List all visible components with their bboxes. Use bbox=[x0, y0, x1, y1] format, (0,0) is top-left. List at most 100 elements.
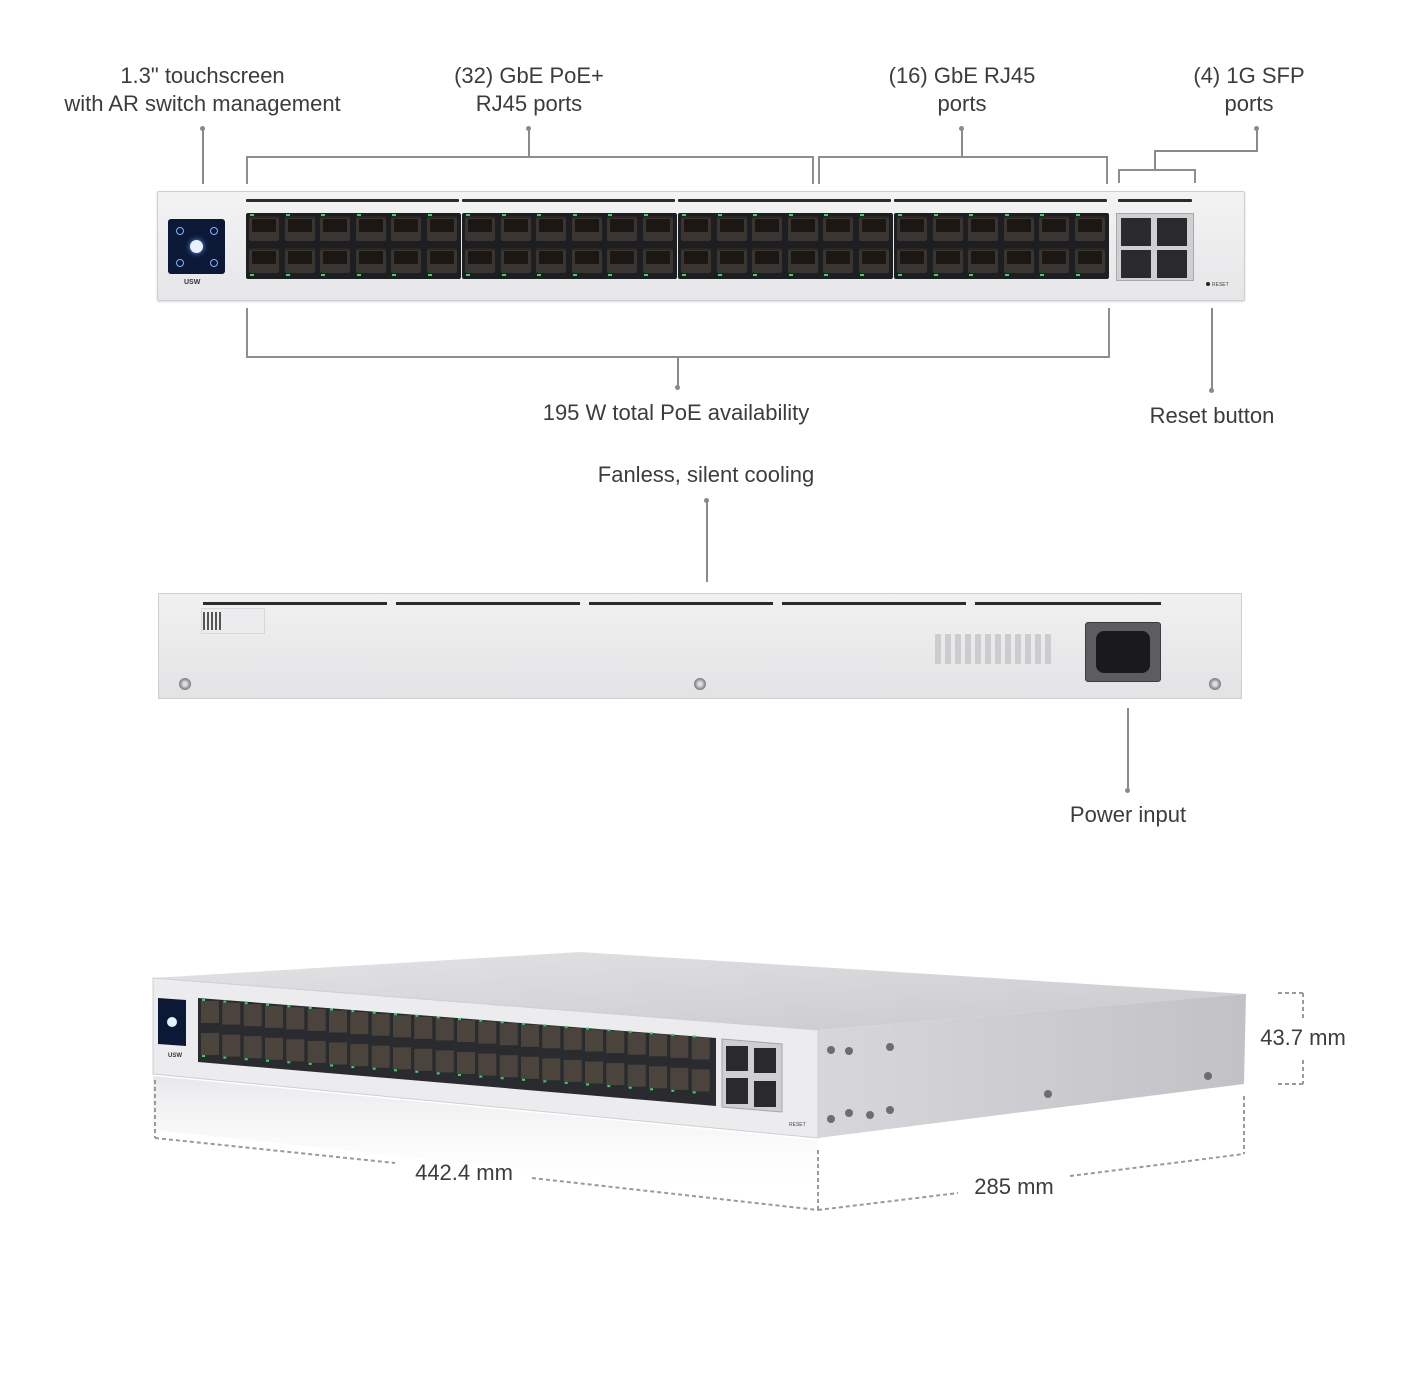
rj45-port[interactable] bbox=[897, 248, 927, 273]
rj45-port[interactable] bbox=[320, 248, 350, 273]
rj45-port-3d bbox=[222, 1002, 241, 1025]
rj45-port[interactable] bbox=[858, 248, 889, 273]
rj45-port[interactable] bbox=[968, 248, 998, 273]
link-led-3d bbox=[650, 1088, 653, 1091]
rj45-port[interactable] bbox=[284, 216, 315, 241]
rj45-port-3d bbox=[457, 1052, 475, 1074]
rj45-port[interactable] bbox=[642, 216, 673, 241]
link-led-3d bbox=[266, 1059, 269, 1062]
rj45-port[interactable] bbox=[571, 216, 602, 241]
rj45-port[interactable] bbox=[752, 248, 782, 273]
rj45-port[interactable] bbox=[1003, 248, 1034, 273]
link-led bbox=[824, 274, 828, 276]
rj45-port-3d bbox=[606, 1063, 625, 1086]
rj45-port-3d bbox=[606, 1031, 625, 1054]
link-led bbox=[501, 274, 506, 276]
rj45-port[interactable] bbox=[1039, 216, 1069, 241]
rj45-port-3d bbox=[371, 1013, 390, 1036]
poe-ports-bracket bbox=[246, 156, 814, 184]
link-led bbox=[250, 274, 254, 276]
rj45-port[interactable] bbox=[355, 216, 386, 241]
link-led-3d bbox=[500, 1077, 504, 1080]
power-label: Power input bbox=[1069, 802, 1187, 827]
rj45-port[interactable] bbox=[465, 216, 495, 241]
rj45-port[interactable] bbox=[1074, 216, 1105, 241]
link-led-3d bbox=[372, 1067, 376, 1070]
reset-button[interactable]: RESET bbox=[1206, 282, 1229, 288]
link-led-3d bbox=[287, 1005, 291, 1008]
rj45-port[interactable] bbox=[284, 248, 315, 273]
rj45-port[interactable] bbox=[787, 248, 818, 273]
sfp-port[interactable] bbox=[1121, 250, 1151, 278]
rj45-port[interactable] bbox=[249, 248, 279, 273]
rj45-port[interactable] bbox=[716, 216, 747, 241]
rj45-port-3d bbox=[542, 1058, 561, 1081]
sfp-port[interactable] bbox=[1121, 218, 1151, 246]
rj45-port[interactable] bbox=[642, 248, 673, 273]
rj45-port[interactable] bbox=[716, 248, 747, 273]
link-led bbox=[466, 214, 470, 216]
rj45-port-3d bbox=[457, 1020, 475, 1042]
rj45-port[interactable] bbox=[932, 216, 963, 241]
rj45-port[interactable] bbox=[391, 216, 421, 241]
rj45-port-3d bbox=[329, 1010, 347, 1033]
rj45-port-3d bbox=[265, 1005, 283, 1028]
rj45-port[interactable] bbox=[536, 248, 566, 273]
power-inlet[interactable] bbox=[1085, 622, 1161, 682]
rj45-port[interactable] bbox=[391, 248, 421, 273]
rj45-port[interactable] bbox=[858, 216, 889, 241]
sfp-cage bbox=[1116, 213, 1194, 281]
link-led-3d bbox=[564, 1025, 568, 1028]
rj45-port[interactable] bbox=[500, 216, 531, 241]
touchscreen-callout bbox=[202, 128, 204, 184]
sfp-port[interactable] bbox=[1157, 218, 1187, 246]
rj45-port[interactable] bbox=[536, 216, 566, 241]
rj45-port-3d bbox=[307, 1008, 326, 1031]
rj45-port-3d bbox=[627, 1032, 646, 1055]
link-led bbox=[501, 214, 506, 216]
rj45-port[interactable] bbox=[465, 248, 495, 273]
rj45-port[interactable] bbox=[355, 248, 386, 273]
rj45-port[interactable] bbox=[426, 216, 457, 241]
rj45-port[interactable] bbox=[968, 216, 998, 241]
link-led-3d bbox=[351, 1010, 355, 1013]
rj45-port[interactable] bbox=[1003, 216, 1034, 241]
touchscreen-display[interactable] bbox=[168, 219, 225, 274]
rj45-port-3d bbox=[201, 1033, 219, 1055]
rj45-port[interactable] bbox=[1074, 248, 1105, 273]
link-led bbox=[250, 214, 254, 216]
screw bbox=[694, 678, 706, 690]
link-led-3d bbox=[607, 1085, 611, 1088]
rj45-port[interactable] bbox=[607, 216, 637, 241]
rj45-port-3d bbox=[414, 1016, 433, 1039]
rj45-port-3d bbox=[222, 1034, 241, 1057]
rj45-port-3d bbox=[627, 1064, 646, 1087]
rj45-port[interactable] bbox=[681, 248, 711, 273]
rj45-port[interactable] bbox=[1039, 248, 1069, 273]
rj45-port[interactable] bbox=[823, 216, 853, 241]
rj45-port[interactable] bbox=[607, 248, 637, 273]
sfp-port[interactable] bbox=[1157, 250, 1187, 278]
rj45-port[interactable] bbox=[897, 216, 927, 241]
rj45-port-block bbox=[678, 213, 893, 279]
link-led-3d bbox=[394, 1013, 397, 1016]
rj45-port[interactable] bbox=[752, 216, 782, 241]
rj45-port[interactable] bbox=[500, 248, 531, 273]
link-led bbox=[356, 214, 361, 216]
link-led-3d bbox=[458, 1074, 461, 1076]
depth-dimension-label: 285 mm bbox=[974, 1174, 1054, 1199]
rj45-port[interactable] bbox=[823, 248, 853, 273]
rj45-port[interactable] bbox=[249, 216, 279, 241]
rj45-port[interactable] bbox=[787, 216, 818, 241]
rj45-port[interactable] bbox=[681, 216, 711, 241]
rj45-port[interactable] bbox=[320, 216, 350, 241]
link-led-3d bbox=[372, 1011, 376, 1014]
rj45-port[interactable] bbox=[571, 248, 602, 273]
link-led-3d bbox=[500, 1021, 504, 1024]
reset-3d: RESET bbox=[789, 1122, 806, 1128]
rj45-port[interactable] bbox=[426, 248, 457, 273]
link-led-3d bbox=[607, 1029, 611, 1032]
rj45-port[interactable] bbox=[932, 248, 963, 273]
